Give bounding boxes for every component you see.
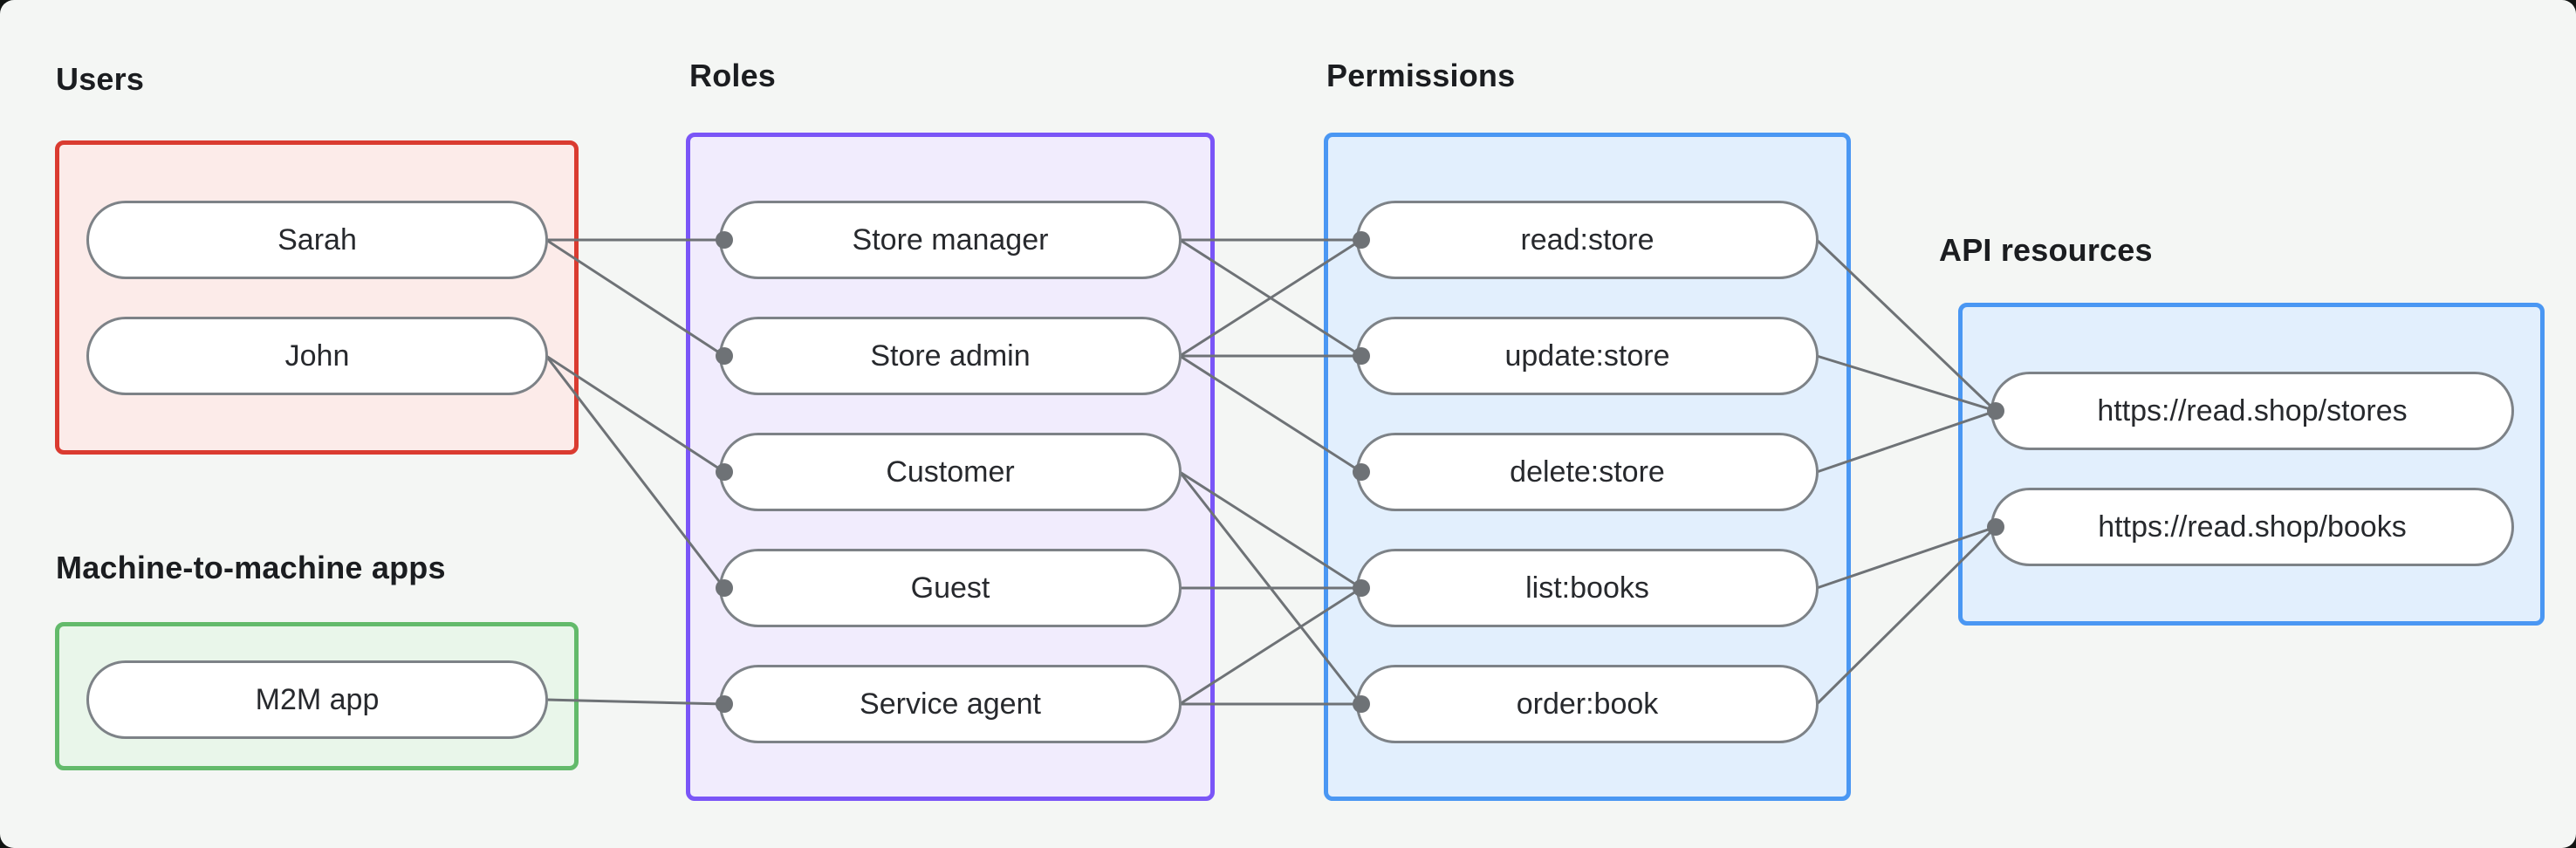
m2m-apps-group-label: Machine-to-machine apps (56, 550, 446, 585)
users-group-label: Users (56, 61, 145, 97)
node-permission-delete-store[interactable]: delete:store (1356, 433, 1819, 511)
node-api-resource-books[interactable]: https://read.shop/books (1990, 488, 2514, 566)
users-group-box (55, 140, 579, 455)
node-permission-update-store[interactable]: update:store (1356, 317, 1819, 395)
node-user-sarah[interactable]: Sarah (86, 201, 548, 279)
node-role-store-manager[interactable]: Store manager (719, 201, 1182, 279)
node-role-service-agent[interactable]: Service agent (719, 665, 1182, 743)
node-permission-list-books[interactable]: list:books (1356, 549, 1819, 627)
permissions-group-label: Permissions (1326, 58, 1516, 93)
node-user-john[interactable]: John (86, 317, 548, 395)
node-role-guest[interactable]: Guest (719, 549, 1182, 627)
roles-group-label: Roles (689, 58, 777, 93)
node-m2m-app[interactable]: M2M app (86, 660, 548, 739)
node-role-customer[interactable]: Customer (719, 433, 1182, 511)
node-role-store-admin[interactable]: Store admin (719, 317, 1182, 395)
node-permission-order-book[interactable]: order:book (1356, 665, 1819, 743)
api-resources-group-label: API resources (1939, 232, 2153, 268)
api-resources-group-box (1958, 303, 2545, 626)
node-permission-read-store[interactable]: read:store (1356, 201, 1819, 279)
node-api-resource-stores[interactable]: https://read.shop/stores (1990, 372, 2514, 450)
